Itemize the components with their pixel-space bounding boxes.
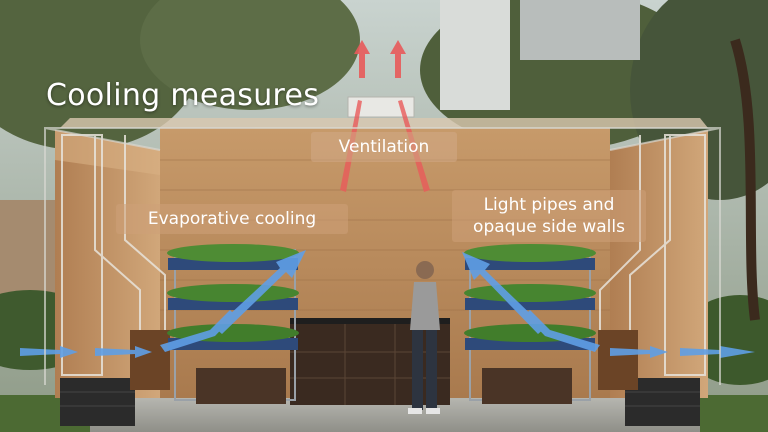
background-trees [0,0,768,385]
light-pipes-label: Light pipes and opaque side walls [452,190,646,242]
glass-frame [44,127,721,385]
cool-air-arrows [20,250,755,358]
person-figure [408,261,440,414]
slide-title: Cooling measures [46,78,320,113]
roof-vent [347,96,415,118]
kitchen-counter [290,320,450,405]
ventilation-label: Ventilation [311,132,457,162]
light-pipes-label-line2: opaque side walls [473,217,625,237]
evaporative-tank-left [60,378,135,426]
light-pipes-label-line1: Light pipes and [483,195,615,215]
evaporative-cooling-label: Evaporative cooling [116,204,348,234]
right-plant-shelves [464,244,596,404]
